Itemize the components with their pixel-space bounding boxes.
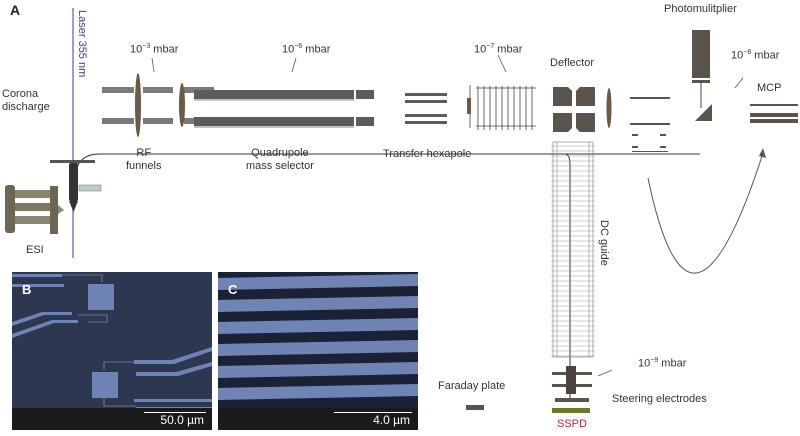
micrograph-b: B 50.0 µm (12, 272, 212, 430)
panel-letter-a: A (10, 2, 21, 18)
transfer-hexapole (405, 93, 447, 124)
mcp-plates (750, 104, 798, 123)
scale-text-b: 50.0 µm (160, 413, 204, 427)
steering-electrodes-label: Steering electrodes (612, 393, 707, 405)
photomultiplier-tube (692, 30, 710, 78)
pressure-label-3: 10−7 mbar (474, 43, 523, 56)
faraday-plate-label: Faraday plate (438, 380, 506, 392)
pressure-label-1: 10−3 mbar (130, 43, 179, 56)
quadrupole-rods (194, 90, 374, 128)
laser-label: Laser 355 nm (76, 10, 88, 78)
faraday-plate (466, 405, 484, 410)
panel-letter-c: C (228, 282, 238, 297)
steering-electrodes (552, 366, 592, 402)
esi-source (5, 185, 64, 234)
scale-bar-b (12, 408, 212, 430)
ion-trap-stack (467, 85, 536, 130)
dc-guide-rungs (551, 145, 595, 357)
photomultiplier-label: Photomulitplier (664, 3, 737, 15)
deflector-label: Deflector (550, 57, 595, 69)
pressure-label-2: 10−6 mbar (282, 43, 331, 56)
sspd-label: SSPD (557, 418, 587, 430)
trajectory-arrow (647, 152, 764, 274)
scale-bar-c (218, 408, 418, 430)
mcp-label: MCP (757, 82, 782, 94)
esi-label: ESI (26, 244, 44, 256)
panel-letter-b: B (22, 282, 32, 297)
ion-path-line (74, 153, 700, 205)
pressure-pointers (151, 54, 744, 377)
scale-line-c (334, 412, 412, 413)
deflector-electrodes (553, 87, 595, 132)
pressure-label-4: 10−8 mbar (731, 49, 780, 62)
dc-guide (552, 141, 594, 358)
scale-text-c: 4.0 µm (373, 413, 410, 427)
dc-guide-label: DC guide (598, 220, 610, 266)
sspd-chip (552, 408, 590, 413)
pressure-label-5: 10−9 mbar (638, 357, 687, 370)
mirror (695, 104, 712, 121)
micrograph-c: C 4.0 µm (218, 272, 418, 430)
hexapole-label: Transfer hexapole (383, 148, 472, 160)
scale-line-b (144, 412, 206, 413)
esi-needle (69, 163, 78, 201)
